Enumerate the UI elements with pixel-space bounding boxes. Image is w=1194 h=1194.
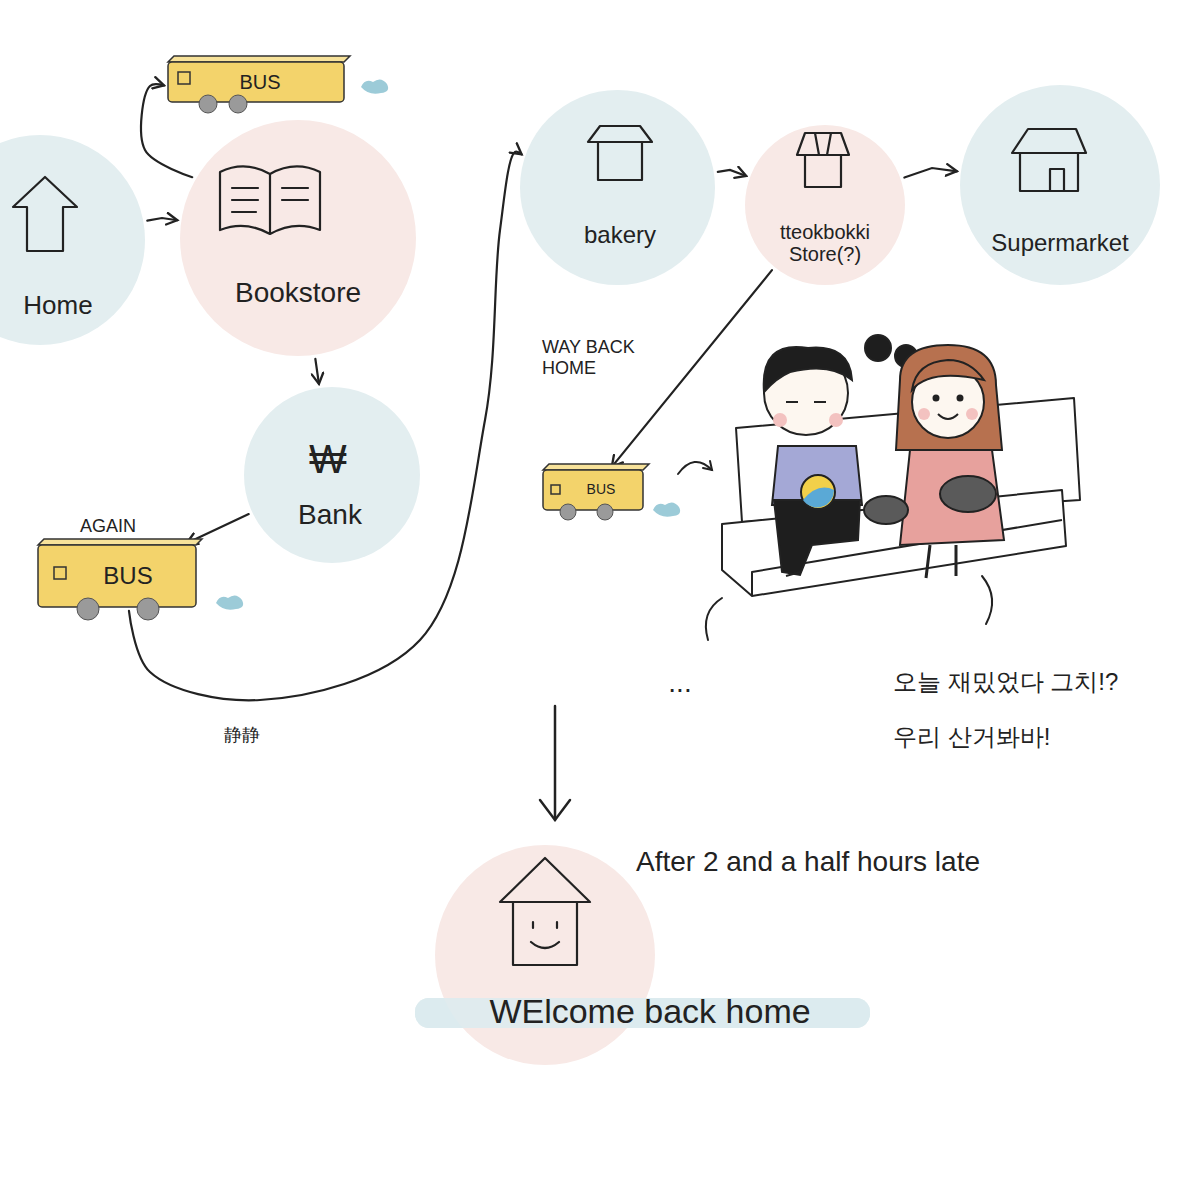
place-icon xyxy=(13,177,77,251)
circle-shape xyxy=(244,387,420,563)
exhaust-puff xyxy=(361,79,388,93)
place-circle: bakery xyxy=(520,90,715,285)
circle-shape xyxy=(0,135,145,345)
node-text: WElcome back home xyxy=(489,993,810,1030)
place-icon xyxy=(220,166,320,234)
bus-roof xyxy=(168,56,350,62)
circle-shape xyxy=(180,120,416,356)
place-circle: Supermarket xyxy=(960,85,1160,285)
exhaust-puff xyxy=(216,595,243,609)
node-text: Supermarket xyxy=(991,230,1128,256)
place-circle: Bookstore xyxy=(180,120,416,356)
bus-wheel xyxy=(597,504,613,520)
flow-arrow xyxy=(718,170,746,176)
bus-wheel xyxy=(229,95,247,113)
place-icon xyxy=(1012,129,1086,191)
bus-window xyxy=(54,567,66,579)
down-arrow xyxy=(540,706,570,820)
node-text: BUS xyxy=(103,563,152,589)
node-text: bakery xyxy=(584,222,656,248)
bus-window xyxy=(551,485,560,494)
boy-figure xyxy=(764,335,917,576)
place-circle: ₩ Bank xyxy=(244,387,420,563)
bus-wheel xyxy=(77,598,99,620)
exhaust-puff xyxy=(653,502,680,516)
place-circle: Home xyxy=(0,135,145,345)
bench-leader-lines xyxy=(706,576,992,640)
bus-window xyxy=(178,72,190,84)
bus-shape: BUS xyxy=(543,470,643,522)
node-outline xyxy=(180,120,416,356)
bus-wheel xyxy=(199,95,217,113)
bus-shape: AGAIN BUS xyxy=(38,515,196,615)
bus-wheel xyxy=(137,598,159,620)
circle-shape xyxy=(435,845,655,1065)
note-text: ... xyxy=(668,667,691,699)
note-text: 우리 산거봐바! xyxy=(893,723,1050,751)
node-text: BUS xyxy=(239,71,280,93)
flow-arrow xyxy=(147,218,177,221)
node-text: tteokbokki Store(?) xyxy=(760,221,890,265)
note-text: 오늘 재밌었다 그치!? xyxy=(893,668,1118,696)
node-text: BUS xyxy=(587,482,616,497)
node-text: Home xyxy=(23,291,92,320)
bus-wheel xyxy=(560,504,576,520)
place-icon xyxy=(588,126,652,180)
flow-arrow xyxy=(315,359,319,384)
bus-body xyxy=(38,545,196,607)
bus-to-bench-arrow xyxy=(678,461,712,474)
place-circle: tteokbokki Store(?) xyxy=(745,125,905,285)
bus-body xyxy=(168,62,344,102)
bus-body xyxy=(543,470,643,510)
note-text: After 2 and a half hours late xyxy=(636,846,980,878)
girl-figure xyxy=(864,345,1004,578)
node-text: AGAIN xyxy=(80,517,136,537)
place-icon xyxy=(500,858,590,965)
node-outline xyxy=(520,90,715,285)
circle-shape xyxy=(745,125,905,285)
node-text: ₩ xyxy=(309,437,347,481)
place-icon xyxy=(797,133,849,187)
edge-label: WAY BACK HOME xyxy=(540,336,669,379)
bus-roof xyxy=(543,464,649,470)
flow-arrow xyxy=(904,168,957,178)
node-text: Bank xyxy=(298,500,362,531)
bus-shape: BUS xyxy=(168,62,344,112)
bus-roof xyxy=(38,539,202,545)
note-text: 静静 xyxy=(224,725,260,746)
circle-shape xyxy=(960,85,1160,285)
node-text: Bookstore xyxy=(235,278,361,309)
circle-shape xyxy=(520,90,715,285)
